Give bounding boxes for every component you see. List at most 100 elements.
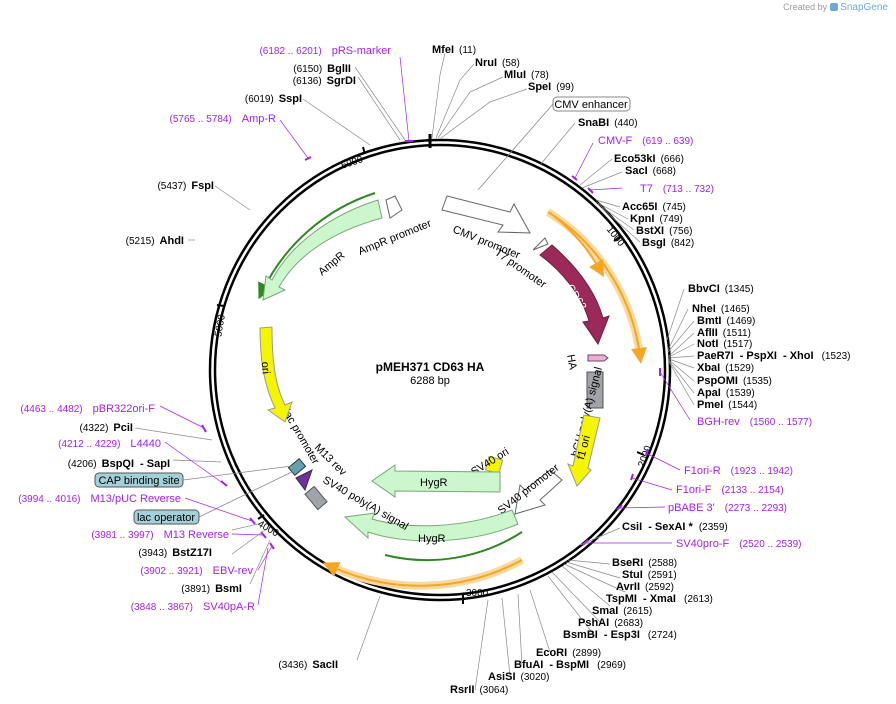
enzyme-bstxi: BstXI(756)	[636, 225, 692, 237]
cap-leader	[182, 465, 293, 481]
orf-arc-bottom	[322, 559, 523, 587]
tick-1000	[613, 235, 622, 242]
primer-pbr322ori-f: (4463 .. 4482)pBR322ori-F	[20, 403, 155, 415]
tick-4000	[257, 514, 265, 520]
orf-arc-right	[547, 211, 647, 364]
hygr-2-label: HygR	[418, 533, 446, 545]
enzyme-avrii: AvrII(2592)	[616, 581, 674, 593]
hygr-arrow-1	[371, 464, 501, 498]
primer-leaders	[159, 56, 691, 606]
lac-operator-leader	[198, 469, 297, 518]
enzyme-bglii: (6150)BglII	[293, 63, 351, 75]
tick-label-3000: 3000	[466, 588, 489, 599]
hygr-arrow-2	[343, 509, 519, 542]
cap-binding-label: CAP binding site	[98, 475, 179, 487]
enzyme-xbai: XbaI(1529)	[697, 362, 754, 374]
t7-promoter-arrow	[532, 237, 549, 251]
enzyme-sgrdi: (6136)SgrDI	[293, 75, 356, 87]
enzymes-right: MfeI(11) NruI(58) MluI(78) SpeI(99) SnaB…	[432, 44, 850, 696]
primer-f1ori-r: F1ori-R(1923 .. 1942)	[684, 465, 793, 477]
primer-f1ori-f: F1ori-F(2133 .. 2154)	[676, 484, 784, 496]
hygr-1-label: HygR	[420, 477, 448, 489]
ampr-promoter-arrow	[385, 195, 403, 219]
enzyme-fspi: (5437)FspI	[157, 180, 214, 192]
cmv-enhancer-leader	[477, 103, 554, 191]
backbone-outer	[208, 138, 672, 602]
ha-tag	[587, 354, 609, 362]
sv40-promoter-arrow	[514, 469, 563, 515]
enzyme-bsgi: BsgI(842)	[642, 237, 694, 249]
enzyme-sspi: (6019)SspI	[245, 93, 302, 105]
enzyme-csii: CsiI- SexAI *(2359)	[622, 521, 728, 533]
enzyme-stui: StuI(2591)	[622, 569, 677, 581]
primer-m13-reverse: (3981 .. 3997)M13 Reverse	[91, 529, 229, 541]
primers-left: (6182 .. 6201)pRS-marker (5765 .. 5784)A…	[18, 45, 391, 613]
primer-m13-puc-reverse: (3994 .. 4016)M13/pUC Reverse	[18, 493, 181, 505]
snapgene-logo-icon	[830, 3, 839, 11]
enzyme-bspqi: (4206)BspQI- SapI	[68, 458, 170, 470]
primer-l4440: (4212 .. 4229)L4440	[58, 438, 161, 450]
tick-6000	[362, 146, 366, 155]
enzyme-saci: SacI(668)	[625, 165, 676, 177]
enzyme-ahdi: (5215)AhdI	[126, 235, 184, 247]
enzyme-nhei: NheI(1465)	[692, 303, 750, 315]
orf-arc-right-inner	[549, 212, 604, 277]
primer-prs-marker: (6182 .. 6201)pRS-marker	[259, 45, 391, 57]
enzyme-asisi: AsiSI(3020)	[488, 671, 549, 683]
enzyme-sacii: (3436)SacII	[278, 659, 338, 671]
enzyme-mlui: MluI(78)	[504, 69, 549, 81]
tick-5000	[216, 304, 225, 307]
orf-arc-ampr	[258, 192, 376, 300]
tick-label-2000: 2000	[636, 444, 654, 469]
ha-label: HA	[564, 354, 579, 372]
enzyme-bmti: BmtI(1469)	[697, 315, 755, 327]
cmv-promoter-arrow	[441, 195, 531, 234]
enzyme-eco53ki: Eco53kI(666)	[614, 153, 684, 165]
plasmid-size: 6288 bp	[410, 375, 450, 387]
cd63-arrow	[539, 244, 610, 346]
orf-arc-hygr	[384, 531, 523, 562]
enzyme-smai: SmaI(2615)	[592, 605, 652, 617]
primer-pbabe3: pBABE 3'(2273 .. 2293)	[668, 502, 787, 514]
enzyme-mfei: MfeI(11)	[432, 44, 476, 56]
enzyme-paer7i: PaeR7I- PspXI- XhoI(1523)	[697, 350, 850, 362]
sv40-polya-box	[304, 485, 328, 511]
primer-cmv-f: CMV-F(619 .. 639)	[598, 135, 693, 147]
credit-text: Created by	[783, 2, 828, 12]
tick-label-4000: 4000	[256, 519, 281, 540]
ampr-label: AmpR	[316, 249, 347, 278]
enzyme-pspomi: PspOMI(1535)	[697, 375, 772, 387]
enzyme-acc65i: Acc65I(745)	[622, 201, 686, 213]
f1-ori-arrow	[567, 414, 601, 487]
primers-right: CMV-F(619 .. 639) T7(713 .. 732) BGH-rev…	[598, 135, 812, 550]
enzyme-ecori: EcoRI(2899)	[536, 647, 601, 659]
enzyme-bbvci: BbvCI(1345)	[688, 283, 754, 295]
enzyme-pmei: PmeI(1544)	[697, 399, 757, 411]
tick-label-6000: 6000	[340, 154, 365, 171]
enzyme-tspmi: TspMI- XmaI(2613)	[606, 593, 713, 605]
enzyme-pshai: PshAI(2683)	[578, 617, 643, 629]
ori-label: ori	[259, 361, 272, 374]
enzyme-noti: NotI(1517)	[697, 338, 752, 350]
enzyme-apai: ApaI(1539)	[697, 387, 755, 399]
plasmid-name: pMEH371 CD63 HA	[376, 360, 485, 374]
enzyme-bstz17i: (3943)BstZ17I	[138, 547, 212, 559]
ampr-arrow	[262, 199, 383, 301]
enzyme-nrui: NruI(58)	[475, 57, 520, 69]
ampr-promoter-label: AmpR promoter	[357, 217, 434, 257]
enzyme-bsmi: (3891)BsmI	[181, 583, 242, 595]
tick-label-1000: 1000	[604, 224, 627, 249]
enzyme-bsmbi: BsmBI- Esp3I(2724)	[563, 629, 677, 641]
enzyme-pcii: (4322)PciI	[80, 422, 133, 434]
cmv-enhancer-label: CMV enhancer	[554, 99, 628, 111]
m13-rev-mark	[295, 469, 313, 492]
tick-2000	[636, 451, 645, 456]
enzyme-bseri: BseRI(2588)	[612, 557, 677, 569]
lac-operator-label: lac operator	[137, 512, 195, 524]
backbone-inner	[213, 143, 667, 597]
primer-bgh-rev: BGH-rev(1560 .. 1577)	[697, 416, 812, 428]
enzyme-bfuai: BfuAI- BspMI(2969)	[514, 659, 626, 671]
enzymes-left: (6150)BglII (6136)SgrDI (6019)SspI (5437…	[68, 63, 356, 671]
